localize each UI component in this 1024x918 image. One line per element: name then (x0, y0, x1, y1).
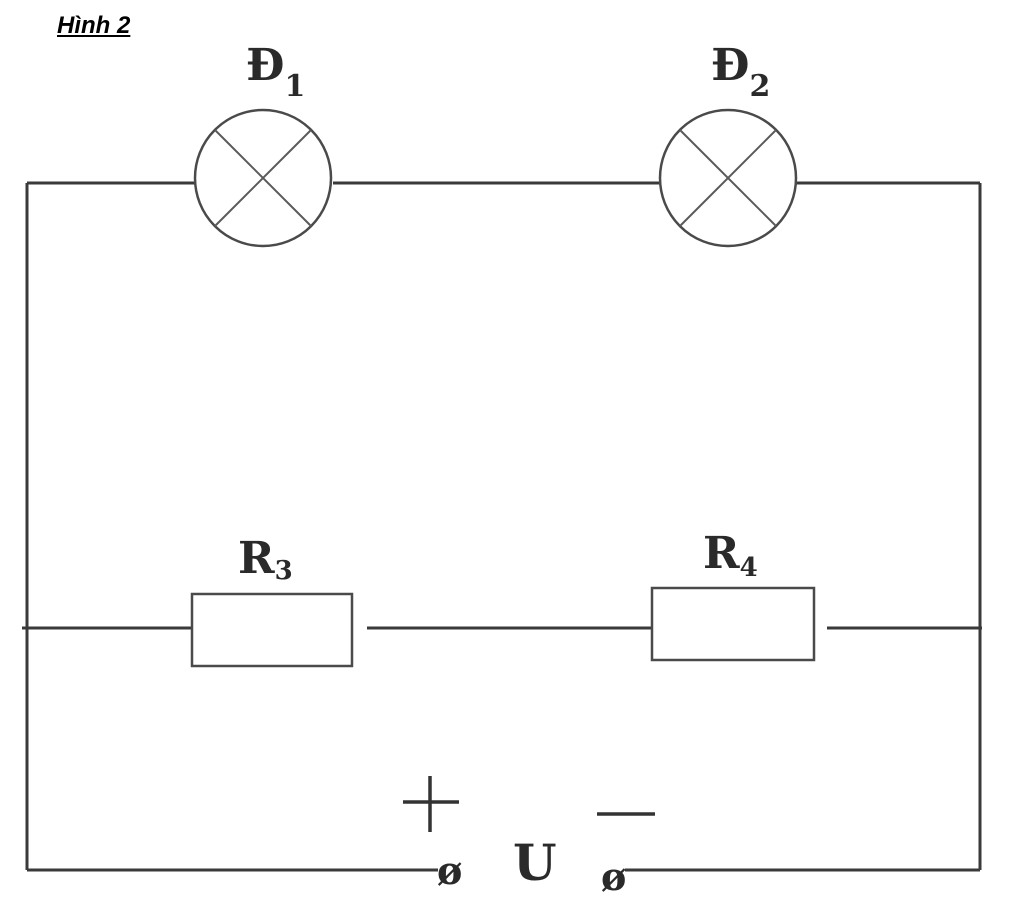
voltage-source: ø ø U (403, 776, 655, 899)
lamp-d1: Đ1 (193, 40, 333, 248)
terminal-positive-icon: ø (437, 848, 462, 893)
resistor-r3-label: R (238, 533, 275, 584)
source-voltage-label: U (513, 833, 557, 892)
resistor-r3: R3 (190, 533, 354, 668)
resistor-r3-subscript: 3 (275, 556, 293, 586)
figure-title: Hình 2 (57, 12, 131, 39)
lamp-d2: Đ2 (658, 40, 798, 248)
resistor-r4: R4 (650, 528, 816, 662)
terminal-negative-icon: ø (601, 854, 626, 899)
lamp-d2-label: Đ (711, 40, 749, 91)
lamp-d1-label: Đ (246, 40, 284, 91)
resistor-r4-subscript: 4 (740, 553, 758, 583)
svg-text:Đ1: Đ1 (246, 40, 305, 104)
resistor-r3-body (190, 592, 354, 668)
resistor-r4-body (650, 586, 816, 662)
resistor-r4-label: R (703, 528, 740, 579)
lamp-d2-subscript: 2 (749, 69, 770, 104)
svg-text:Đ2: Đ2 (711, 40, 770, 104)
svg-text:R3: R3 (238, 533, 293, 586)
lamp-d1-subscript: 1 (284, 69, 305, 104)
svg-text:R4: R4 (703, 528, 758, 583)
wires (22, 181, 982, 872)
